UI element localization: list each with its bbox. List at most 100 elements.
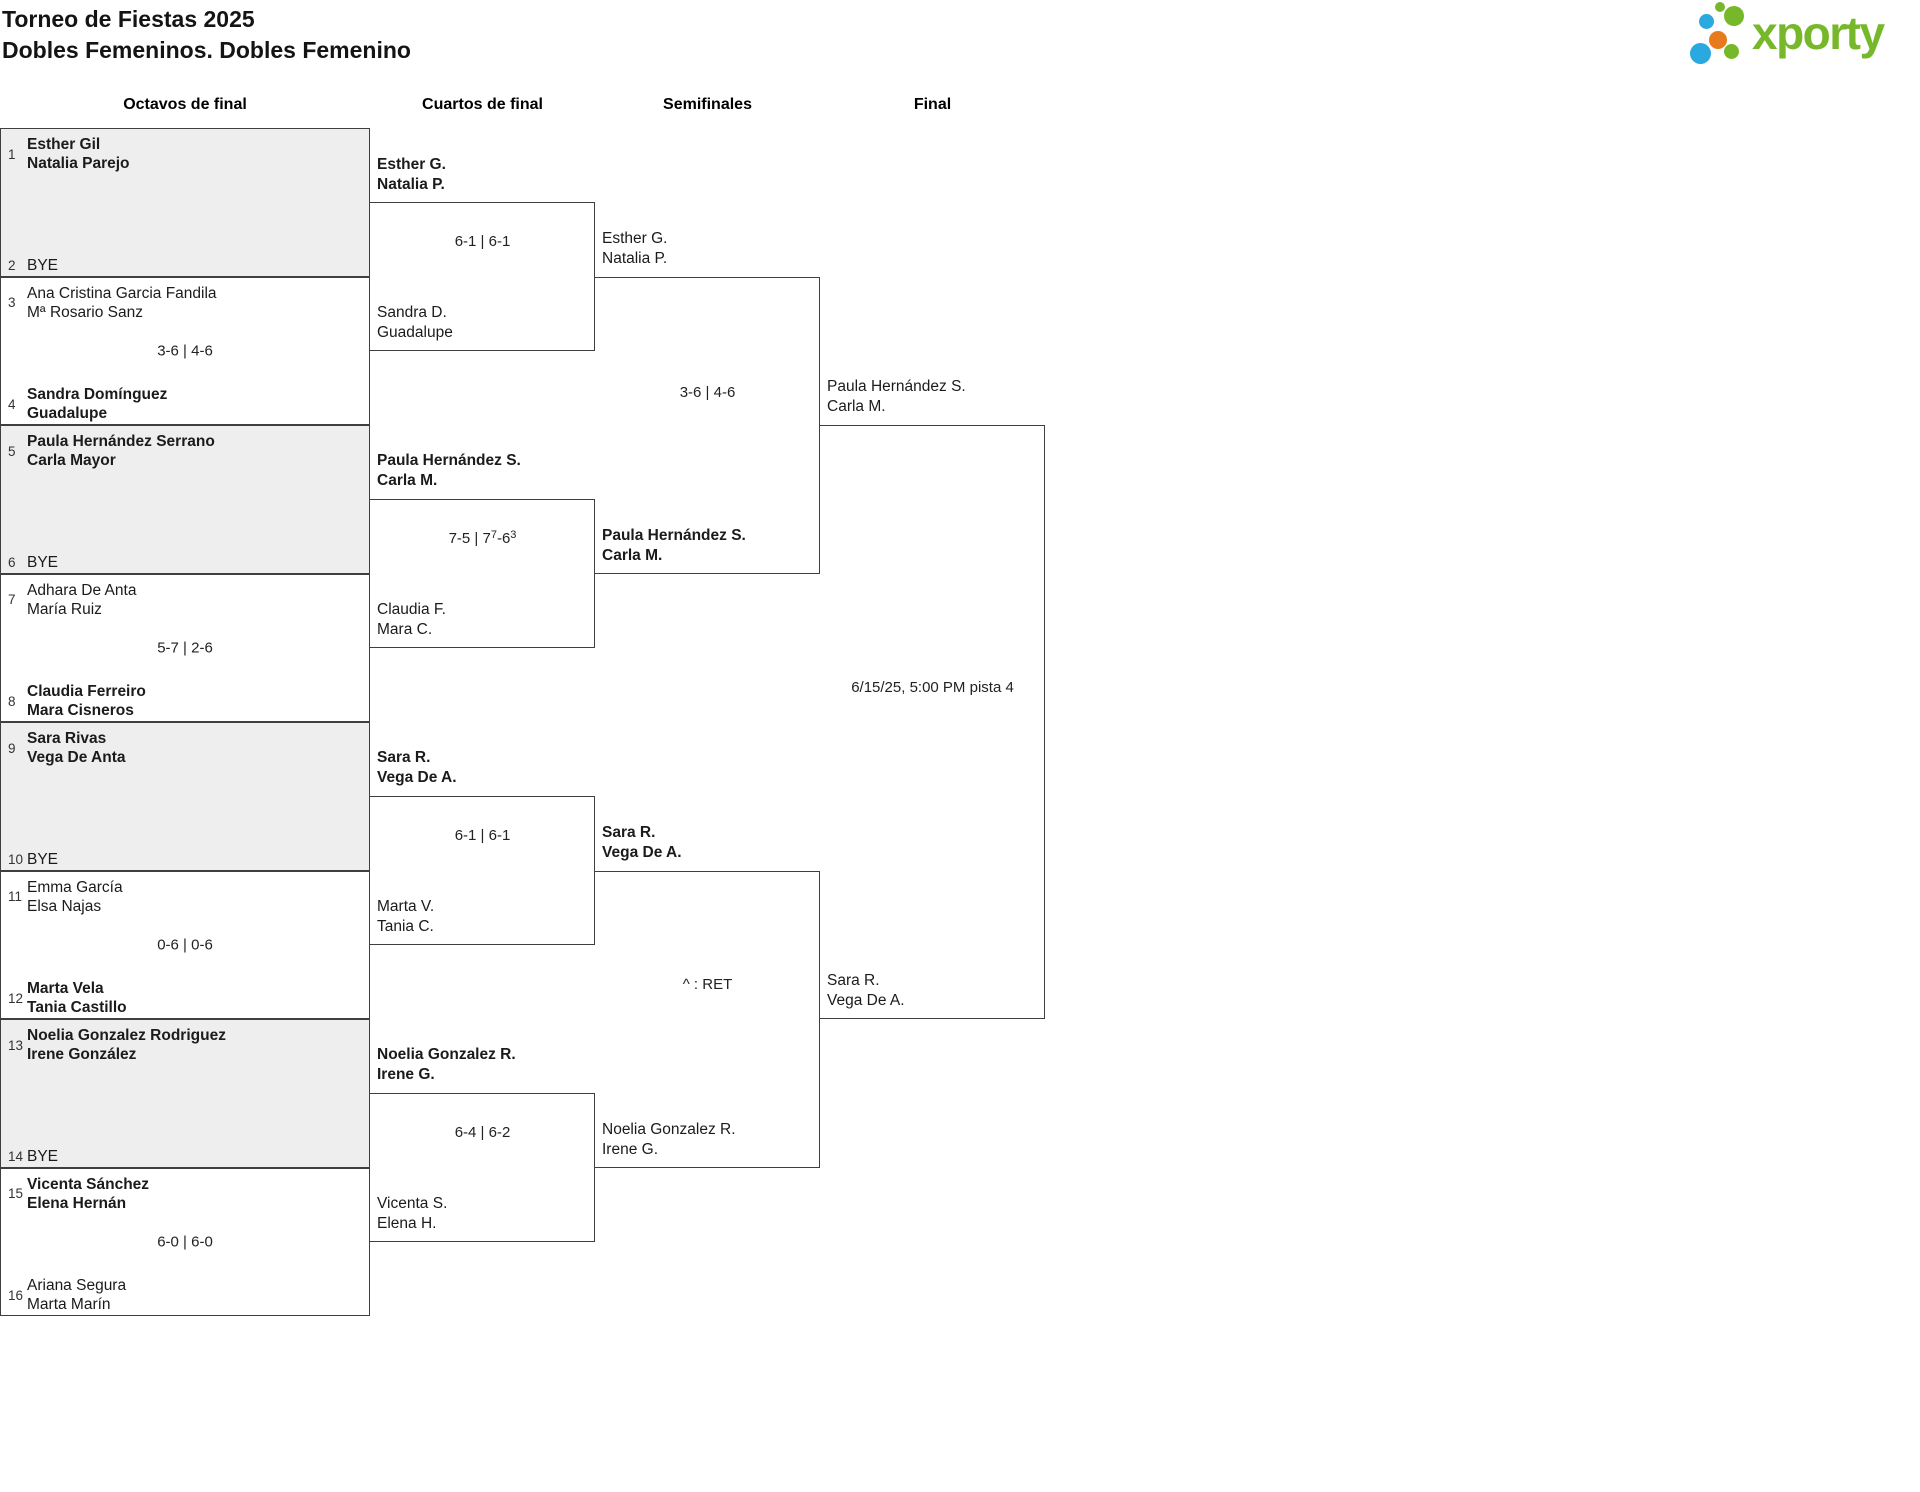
team-slot: 14 BYE	[1, 1147, 365, 1166]
match-score: 6-4 | 6-2	[454, 1124, 511, 1141]
seed-number: 13	[8, 1037, 24, 1053]
round-header-octavos: Octavos de final	[123, 96, 247, 113]
team-label: Esther G.Natalia P.	[377, 156, 446, 193]
seed-number: 8	[8, 693, 16, 709]
logo-dot-icon	[1709, 31, 1727, 49]
match-score: 7-5 | 77-63	[448, 529, 517, 548]
page-title: Torneo de Fiestas 2025 Dobles Femeninos.…	[2, 4, 411, 66]
match-score: 6-1 | 6-1	[454, 827, 511, 844]
team-name: BYE	[27, 256, 59, 274]
team-label: Paula Hernández S.Carla M.	[602, 527, 746, 564]
tournament-name: Torneo de Fiestas 2025	[2, 6, 255, 32]
match-score: 6-1 | 6-1	[454, 233, 511, 250]
team-label: Vicenta S.Elena H.	[377, 1195, 448, 1232]
match-score: ^ : RET	[682, 976, 733, 993]
match-final[interactable]	[820, 425, 1045, 1019]
seed-number: 11	[8, 889, 23, 904]
team-label: Marta V.Tania C.	[377, 898, 435, 935]
match-score: 3-6 | 4-6	[157, 342, 213, 360]
seed-number: 4	[8, 396, 16, 412]
seed-number: 7	[8, 592, 16, 607]
team-name: BYE	[27, 553, 59, 571]
logo-dot-icon	[1690, 43, 1711, 64]
round-header-semifinales: Semifinales	[663, 96, 752, 113]
team-label: Paula Hernández S.Carla M.	[827, 378, 966, 415]
match-qf-3[interactable]	[370, 796, 595, 945]
final-schedule: 6/15/25, 5:00 PM pista 4	[851, 679, 1014, 696]
match-sf-1[interactable]	[595, 276, 820, 574]
logo-wordmark: xporty	[1752, 7, 1885, 59]
match-score: 5-7 | 2-6	[157, 639, 213, 657]
match-qf-1[interactable]	[370, 202, 595, 351]
team-label: Noelia Gonzalez R.Irene G.	[602, 1121, 736, 1158]
seed-number: 10	[8, 851, 24, 867]
team-slot: 6 BYE	[1, 553, 365, 572]
match-score: 0-6 | 0-6	[157, 936, 213, 954]
team-label: Paula Hernández S.Carla M.	[377, 452, 521, 489]
team-label: Sara R.Vega De A.	[602, 824, 682, 861]
round-header-cuartos: Cuartos de final	[422, 96, 543, 113]
seed-number: 6	[8, 554, 16, 570]
logo-dot-icon	[1724, 6, 1744, 26]
round-header-final: Final	[913, 96, 952, 113]
team-label: Noelia Gonzalez R.Irene G.	[377, 1046, 516, 1083]
match-qf-4[interactable]	[370, 1093, 595, 1242]
seed-number: 16	[8, 1287, 24, 1303]
team-label: Sara R.Vega De A.	[827, 972, 905, 1009]
team-slot: 10 BYE	[1, 850, 365, 869]
team-label: Claudia F.Mara C.	[377, 601, 446, 638]
team-name: BYE	[27, 1147, 59, 1165]
logo-dot-icon	[1699, 14, 1714, 29]
category-name: Dobles Femeninos. Dobles Femenino	[2, 37, 411, 63]
logo-dot-icon	[1715, 2, 1725, 12]
seed-number: 15	[8, 1186, 24, 1201]
seed-number: 12	[8, 990, 24, 1006]
team-label: Sara R.Vega De A.	[377, 749, 457, 786]
seed-number: 14	[8, 1148, 24, 1164]
team-label: Sandra D.Guadalupe	[377, 304, 453, 341]
seed-number: 5	[8, 443, 16, 459]
seed-number: 3	[8, 295, 16, 310]
seed-number: 1	[8, 146, 16, 162]
match-sf-2[interactable]	[595, 870, 820, 1168]
logo-dot-icon	[1724, 44, 1739, 59]
team-label: Esther G.Natalia P.	[602, 230, 668, 267]
match-qf-2[interactable]	[370, 499, 595, 648]
team-slot: 2 BYE	[1, 256, 365, 275]
team-name: BYE	[27, 850, 59, 868]
seed-number: 2	[8, 257, 16, 273]
match-score: 3-6 | 4-6	[679, 384, 736, 401]
